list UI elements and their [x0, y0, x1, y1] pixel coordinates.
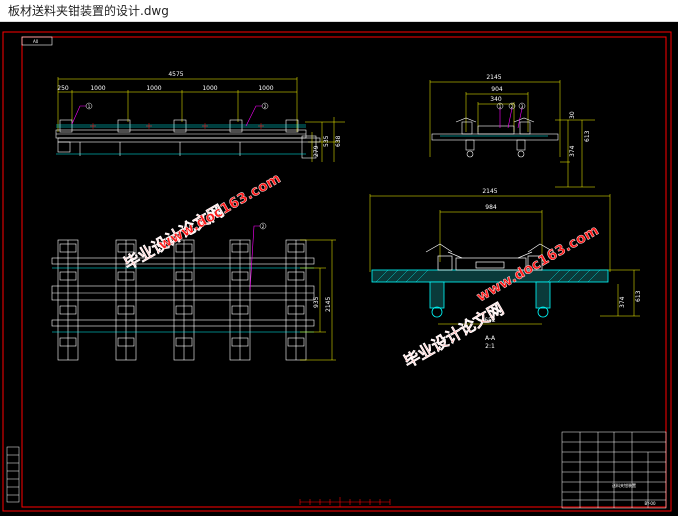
- cad-drawing-canvas[interactable]: A0 4575 250 1000 1000: [0, 22, 678, 516]
- window-titlebar: 板材送料夹钳装置的设计.dwg: [0, 0, 678, 22]
- balloon-label: 2: [264, 104, 267, 109]
- window-title: 板材送料夹钳装置的设计.dwg: [8, 4, 169, 18]
- title-block-name: 送料夹钳装置: [612, 482, 636, 488]
- cad-drawing: A0 4575 250 1000 1000: [2, 31, 672, 512]
- dim-side-right-top: 30: [569, 111, 576, 119]
- title-block-code: BY-00: [644, 501, 655, 506]
- balloon-label: 1: [499, 104, 502, 109]
- dim-height: 279: [313, 145, 320, 157]
- watermark-url: www.doc163.com: [156, 170, 284, 253]
- dim-plan-b: 2145: [325, 297, 332, 312]
- dim-section-bottom: 652: [484, 317, 496, 324]
- drawing-stamp-text: A0: [33, 39, 39, 44]
- dim-side-right-b: 613: [584, 130, 591, 142]
- front-elevation-view: 4575 250 1000 1000 1000 1000 279 535 638: [55, 71, 345, 162]
- section-view: 2145 984 652 374 613 A-: [369, 188, 642, 350]
- title-block: 送料夹钳装置 BY-00: [561, 431, 667, 509]
- drawing-stamp: [21, 36, 53, 46]
- dim-segment: 250: [57, 85, 69, 92]
- dim-side-right-a: 374: [569, 145, 576, 157]
- dim-segment: 1000: [202, 85, 217, 92]
- dim-section-height-b: 613: [635, 290, 642, 302]
- dim-plan-a: 935: [313, 296, 320, 308]
- section-label: A-A: [485, 335, 496, 342]
- side-strip: [6, 446, 20, 503]
- bottom-ruler: [299, 497, 391, 507]
- dim-height: 535: [323, 135, 330, 147]
- plan-view: 935 2145 2: [51, 222, 336, 361]
- dim-side-inner-a: 904: [491, 86, 503, 93]
- dim-overall-length: 4575: [168, 71, 183, 78]
- side-view: 2145 904 340 30 374 613 1 2: [429, 74, 595, 188]
- dim-segment: 1000: [146, 85, 161, 92]
- balloon-label: 2: [262, 224, 265, 229]
- dim-section-inner: 984: [485, 204, 497, 211]
- dim-side-inner-b: 340: [490, 96, 502, 103]
- section-scale: 2:1: [485, 343, 495, 350]
- outer-frame: [2, 31, 672, 512]
- dim-side-overall: 2145: [486, 74, 501, 81]
- balloon-label: 3: [521, 104, 524, 109]
- balloon-label: 1: [88, 104, 91, 109]
- balloon-label: 2: [511, 104, 514, 109]
- dim-height: 638: [335, 135, 342, 147]
- dim-segment: 1000: [258, 85, 273, 92]
- dim-segment: 1000: [90, 85, 105, 92]
- dim-section-height-a: 374: [619, 296, 626, 308]
- dim-section-overall: 2145: [482, 188, 497, 195]
- watermark-2: www.doc163.com: [156, 170, 284, 253]
- inner-frame: [21, 36, 667, 508]
